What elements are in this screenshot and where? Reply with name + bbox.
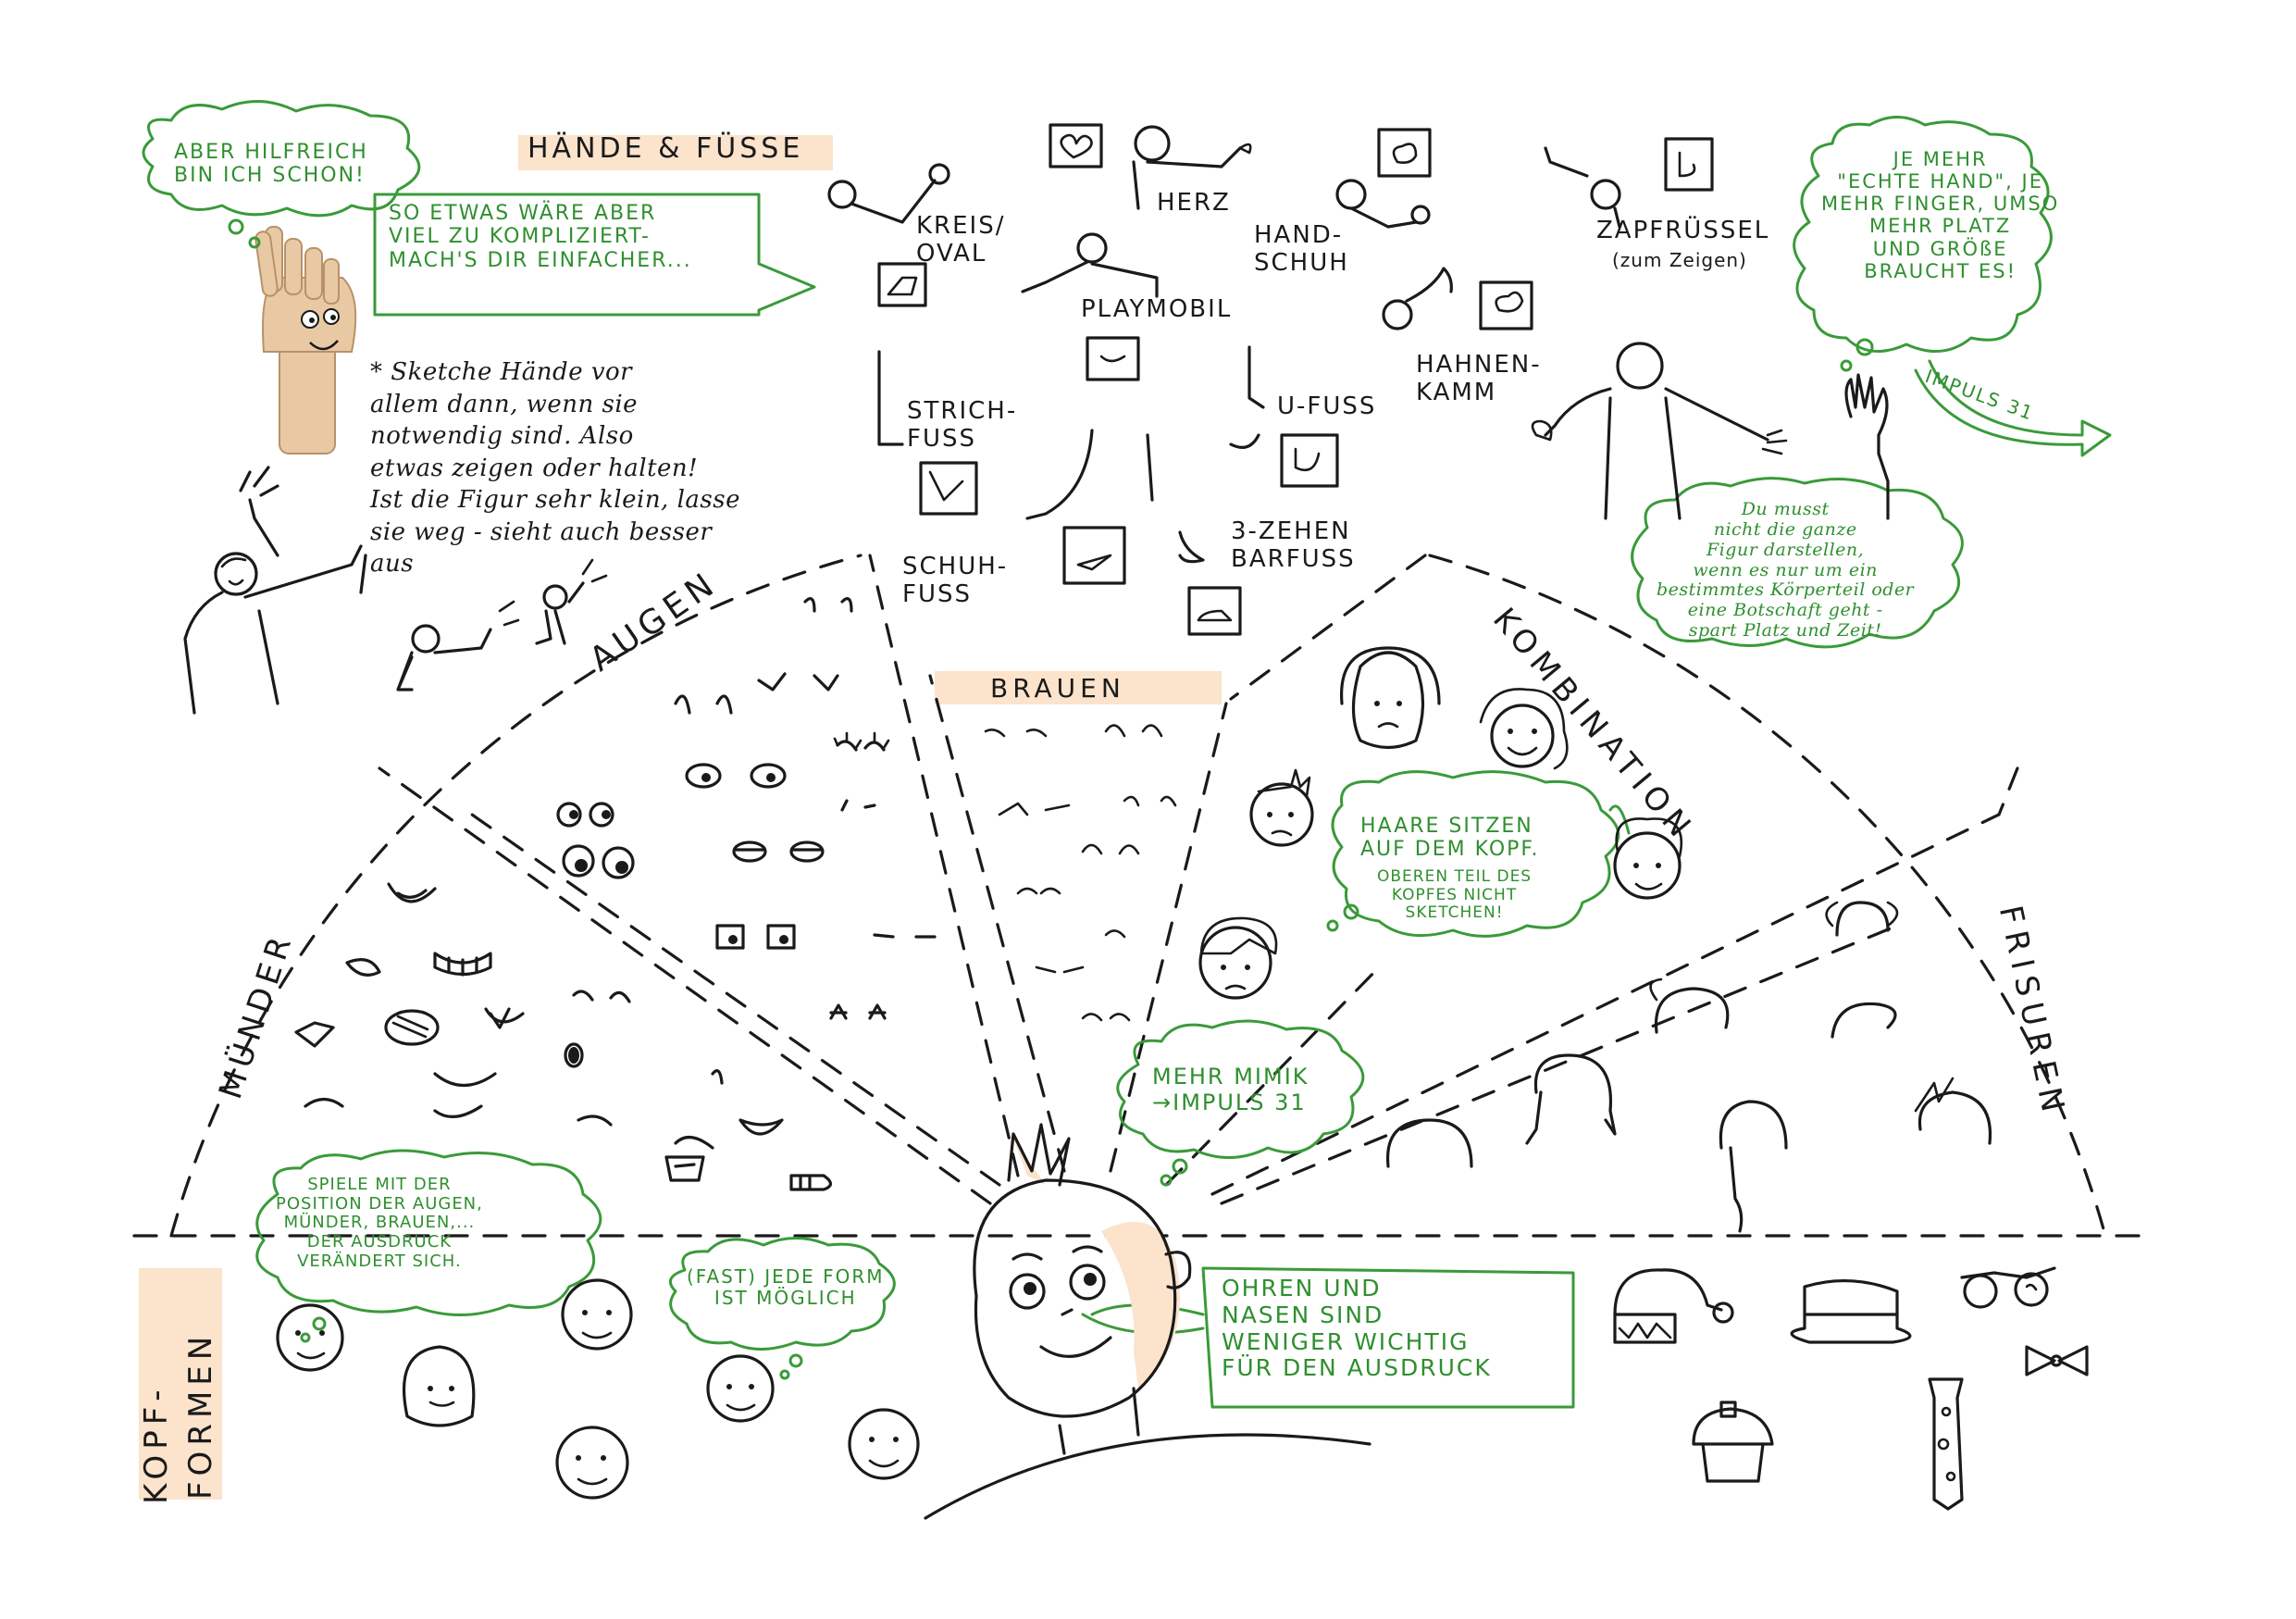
label-kreis-oval: KREIS/ OVAL [916, 212, 1006, 268]
cloud-hilfreich [142, 100, 421, 218]
header-brauen: BRAUEN [990, 673, 1125, 704]
label-zapfruessel-sub: (zum Zeigen) [1612, 249, 1747, 271]
bubble-ganze-figur-text: Du musst nicht die ganze Figur darstelle… [1657, 499, 1915, 641]
divider-5 [1109, 702, 1228, 1173]
cloud-mimik [1116, 1019, 1365, 1159]
box-ohren [1201, 1266, 1575, 1409]
bubble-haare-text: HAARE SITZEN AUF DEM KOPF. [1360, 815, 1540, 862]
cloud-jede-form [668, 1237, 896, 1351]
bubble-spiele-text: SPIELE MIT DER POSITION DER AUGEN, MÜNDE… [276, 1175, 483, 1271]
note-sketche-haende: * Sketche Hände vor allem dann, wenn sie… [370, 358, 740, 579]
divider-7 [1210, 813, 2001, 1196]
cloud-spiele [255, 1149, 602, 1317]
label-zapfruessel: ZAPFRÜSSEL [1596, 217, 1770, 244]
label-handschuh: HAND- SCHUH [1254, 221, 1349, 277]
box-ohren-text: OHREN UND NASEN SIND WENIGER WICHTIG FÜR… [1222, 1275, 1492, 1382]
arrow-impuls [1914, 359, 2112, 457]
kombination-faces [1198, 646, 1683, 1000]
cloud-ganze-figur [1631, 477, 1964, 649]
divider-6 [1164, 961, 1385, 1187]
cloud-haare [1331, 770, 1620, 938]
wooden-hand-illustration [254, 226, 357, 455]
label-schuhfuss: SCHUH- FUSS [902, 553, 1009, 608]
divider-1 [378, 766, 992, 1205]
header-highlight-kopf [139, 1268, 222, 1500]
label-playmobil: PLAYMOBIL [1081, 295, 1233, 323]
divider-3 [868, 554, 1020, 1177]
label-hahnenkamm: HAHNEN- KAMM [1416, 351, 1542, 406]
bubble-haare-sub-text: OBEREN TEIL DES KOPFES NICHT SKETCHEN! [1377, 867, 1533, 923]
central-face [924, 1123, 1371, 1520]
header-highlight-haende [518, 135, 833, 170]
label-3-zehen-barfuss: 3-ZEHEN BARFUSS [1231, 517, 1356, 573]
kopfformen-sketches [276, 1278, 920, 1500]
bubble-jede-form-text: (FAST) JEDE FORM IST MÖGLICH [687, 1265, 885, 1309]
augen-sketches [556, 597, 937, 1085]
bubble-mimik-text: MEHR MIMIK →IMPULS 31 [1152, 1064, 1309, 1115]
haende-fuesse-sketches [183, 123, 1890, 715]
muender-sketches [294, 882, 833, 1191]
header-formen: FORMEN [182, 1330, 219, 1500]
cloud-echte-hand [1793, 116, 2053, 354]
bubble-kompliziert-text: SO ETWAS WÄRE ABER VIEL ZU KOMPLIZIERT- … [389, 202, 692, 272]
divider-8 [1220, 924, 1899, 1205]
radial-dividers [132, 554, 2149, 1238]
label-herz: HERZ [1157, 189, 1231, 217]
frisuren-sketches [1385, 901, 1992, 1233]
accessories-sketches [1613, 1266, 2089, 1511]
bubble-echte-hand-text: JE MEHR "ECHTE HAND", JE MEHR FINGER, UM… [1821, 148, 2060, 282]
header-highlight-brauen [935, 671, 1222, 704]
label-u-fuss: U-FUSS [1277, 392, 1377, 420]
divider-4 [928, 674, 1066, 1173]
bubble-hilfreich-text: ABER HILFREICH BIN ICH SCHON! [174, 141, 368, 188]
header-kopf: KOPF- [138, 1384, 175, 1504]
divider-2 [470, 813, 1001, 1187]
label-strichfuss: STRICH- FUSS [907, 397, 1018, 453]
divider-9 [1229, 554, 1427, 701]
arrow-box-kompliziert [373, 193, 816, 317]
divider-10 [1997, 766, 2019, 816]
arc-left [169, 554, 863, 1238]
brauen-sketches [984, 724, 1177, 1022]
header-haende-fuesse: HÄNDE & FÜSSE [527, 132, 804, 165]
